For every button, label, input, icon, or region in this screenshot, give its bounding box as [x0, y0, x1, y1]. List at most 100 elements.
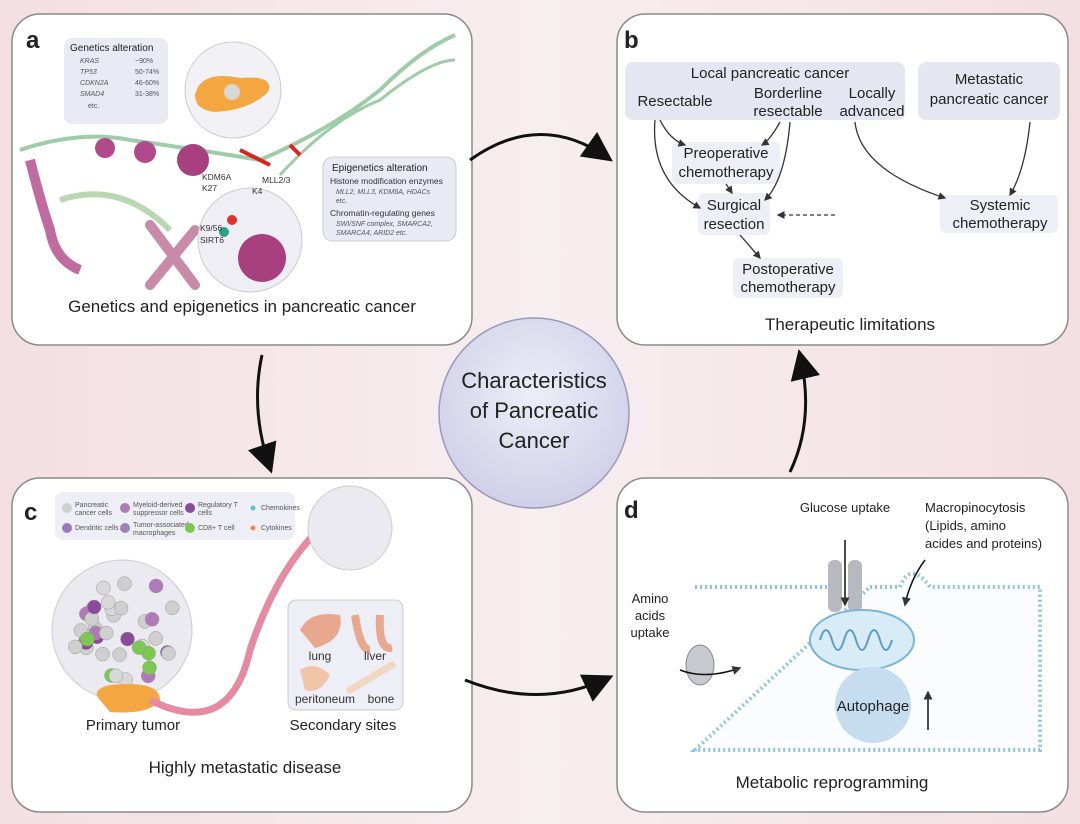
preoperative-box — [672, 142, 780, 184]
svg-text:Borderline: Borderline — [754, 85, 822, 102]
tumor-cell — [142, 660, 157, 675]
svg-text:31-38%: 31-38% — [135, 91, 159, 98]
tumor-cell — [108, 668, 124, 684]
macropinocytosis-arrow — [902, 559, 926, 607]
legend-label: Tumor-associated — [133, 522, 189, 529]
svg-text:MLL2, MLL3, KDM6A, HDACs: MLL2, MLL3, KDM6A, HDACs — [336, 189, 431, 196]
legend-label: Chemokines — [261, 505, 300, 512]
autophagosome-icon: Autophage — [835, 667, 911, 743]
panel-b-title: Therapeutic limitations — [765, 315, 935, 334]
legend-swatch — [62, 503, 72, 513]
legend-label: cells — [198, 510, 213, 517]
panel-c-title: Highly metastatic disease — [149, 758, 342, 777]
tumor-cell — [113, 600, 129, 616]
flow-arrows — [653, 119, 1031, 259]
tumor-cell — [144, 612, 160, 627]
tumor-cell — [68, 639, 83, 655]
svg-text:Preoperative: Preoperative — [683, 145, 768, 162]
panel-a-title: Genetics and epigenetics in pancreatic c… — [68, 297, 416, 316]
svg-text:etc.: etc. — [88, 103, 99, 110]
svg-text:Characteristics: Characteristics — [461, 368, 606, 393]
svg-text:uptake: uptake — [630, 625, 669, 640]
legend-label: CD8+ T cell — [198, 525, 235, 532]
systemic-box — [940, 195, 1058, 233]
svg-text:K9/56: K9/56 — [200, 223, 222, 233]
legend-label: Myeloid-derived — [133, 502, 183, 509]
nucleosome-zoom: KDM6A K27 MLL2/3 K4 K9/56 SIRT6 — [197, 172, 303, 293]
svg-text:Resectable: Resectable — [637, 93, 712, 110]
tumor-cell — [84, 611, 100, 627]
metastatic-box — [918, 62, 1060, 120]
tumor-cell — [96, 580, 111, 596]
svg-text:SWI/SNF complex, SMARCA2,: SWI/SNF complex, SMARCA2, — [336, 221, 433, 228]
svg-text:liver: liver — [364, 649, 386, 663]
svg-text:KDM6A: KDM6A — [202, 172, 232, 182]
svg-text:of Pancreatic: of Pancreatic — [470, 398, 598, 423]
panel-d-title: Metabolic reprogramming — [736, 773, 929, 792]
surgical-box — [698, 193, 770, 235]
arrow-d-to-b — [788, 349, 821, 473]
legend-label: Regulatory T — [198, 502, 239, 509]
svg-text:bone: bone — [368, 692, 395, 706]
svg-text:pancreatic cancer: pancreatic cancer — [930, 91, 1048, 108]
svg-text:TP53: TP53 — [80, 69, 97, 76]
svg-text:Locally: Locally — [849, 85, 896, 102]
svg-text:c: c — [24, 499, 37, 526]
svg-text:K27: K27 — [202, 183, 217, 193]
svg-text:Epigenetics alteration: Epigenetics alteration — [332, 163, 428, 174]
svg-text:acides and proteins): acides and proteins) — [925, 536, 1042, 551]
legend-swatch — [120, 503, 130, 513]
legend-label: Dendritic cells — [75, 525, 119, 532]
svg-text:~90%: ~90% — [135, 58, 153, 65]
primary-tumor-illustration — [51, 517, 333, 716]
metastatic-zoom — [307, 485, 393, 571]
arrow-c-to-d — [464, 674, 614, 702]
svg-text:Amino: Amino — [632, 591, 669, 606]
tumor-cell — [161, 646, 176, 661]
svg-text:Local pancreatic cancer: Local pancreatic cancer — [691, 65, 849, 82]
svg-text:resection: resection — [704, 216, 765, 233]
pancreas-zoom-illustration — [184, 41, 282, 139]
tumor-cell — [112, 647, 127, 662]
arrow-a-to-c — [247, 354, 277, 474]
legend-swatch — [250, 505, 256, 511]
svg-text:peritoneum: peritoneum — [295, 692, 355, 706]
tumor-cell — [120, 631, 135, 647]
svg-text:KRAS: KRAS — [80, 58, 99, 65]
svg-text:Autophage: Autophage — [837, 698, 910, 715]
svg-text:Metastatic: Metastatic — [955, 71, 1024, 88]
tumor-cell — [86, 599, 102, 615]
svg-text:CDKN2A: CDKN2A — [80, 80, 109, 87]
svg-text:Primary tumor: Primary tumor — [86, 717, 180, 734]
svg-text:SMAD4: SMAD4 — [80, 91, 104, 98]
svg-text:chemotherapy: chemotherapy — [740, 279, 836, 296]
svg-text:Glucose uptake: Glucose uptake — [800, 500, 890, 515]
tumor-cell — [148, 578, 164, 594]
svg-text:Cancer: Cancer — [499, 428, 570, 453]
svg-text:MLL2/3: MLL2/3 — [262, 175, 291, 185]
legend-label: suppressor cells — [133, 510, 184, 517]
svg-text:resectable: resectable — [753, 103, 822, 120]
svg-text:acids: acids — [635, 608, 666, 623]
svg-text:K4: K4 — [252, 186, 263, 196]
svg-text:Surgical: Surgical — [707, 197, 761, 214]
legend-label: Pancreatic — [75, 502, 109, 509]
legend-swatch — [185, 503, 195, 513]
legend-swatch — [185, 523, 195, 533]
svg-text:d: d — [624, 497, 639, 524]
svg-text:a: a — [26, 27, 40, 54]
legend-swatch — [120, 523, 130, 533]
svg-text:Genetics alteration: Genetics alteration — [70, 43, 153, 54]
legend-label: macrophages — [133, 530, 176, 537]
svg-text:SMARCA4, ARID2 etc.: SMARCA4, ARID2 etc. — [336, 230, 407, 237]
svg-text:etc.: etc. — [336, 198, 347, 205]
glucose-transporter-icon — [828, 540, 862, 612]
svg-text:Histone modification enzymes: Histone modification enzymes — [330, 176, 443, 186]
tumor-cell — [148, 631, 163, 646]
mitochondrion-icon — [809, 609, 915, 671]
svg-text:(Lipids, amino: (Lipids, amino — [925, 518, 1006, 533]
svg-text:Postoperative: Postoperative — [742, 261, 834, 278]
svg-text:Macropinocytosis: Macropinocytosis — [925, 500, 1026, 515]
